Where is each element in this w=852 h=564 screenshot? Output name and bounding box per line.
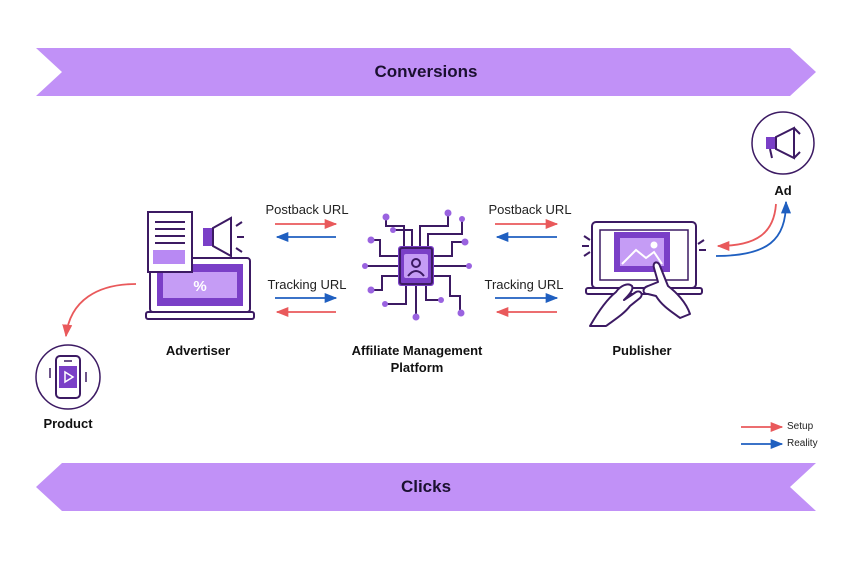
megaphone-icon (766, 126, 801, 160)
right-postback-label: Postback URL (488, 202, 572, 217)
right-tracking-label: Tracking URL (484, 277, 564, 292)
clicks-title: Clicks (400, 477, 452, 496)
publisher-icon (582, 221, 706, 327)
platform-label-line1: Affiliate Management (351, 343, 483, 358)
ad-icon (751, 111, 815, 175)
product-label: Product (43, 416, 93, 431)
product-icon (35, 344, 101, 410)
ad-label: Ad (774, 183, 792, 198)
ad-to-publisher-setup-arrow (716, 203, 777, 252)
phone-icon (55, 355, 81, 399)
document-icon (147, 211, 193, 273)
advertiser-icon: % (145, 211, 255, 320)
user-icon (404, 254, 428, 278)
hands-icon (589, 261, 691, 327)
advertiser-to-product-arrow (62, 283, 137, 338)
left-tracking-label: Tracking URL (267, 277, 347, 292)
image-icon (614, 232, 670, 272)
circuit-nodes (362, 209, 472, 321)
conversions-banner (36, 48, 816, 96)
publisher-label: Publisher (612, 343, 672, 358)
svg-text:%: % (193, 278, 206, 295)
legend-reality-label: Reality (787, 438, 818, 449)
play-icon (64, 370, 75, 384)
megaphone-icon (203, 216, 244, 258)
platform-label-line2: Platform (390, 360, 444, 375)
legend-setup-label: Setup (787, 421, 814, 432)
publisher-to-ad-reality-arrow (715, 200, 792, 257)
percent-icon: % (163, 272, 237, 298)
conversions-title: Conversions (374, 62, 478, 81)
advertiser-label: Advertiser (165, 343, 231, 358)
clicks-banner (36, 463, 816, 511)
left-postback-label: Postback URL (265, 202, 349, 217)
